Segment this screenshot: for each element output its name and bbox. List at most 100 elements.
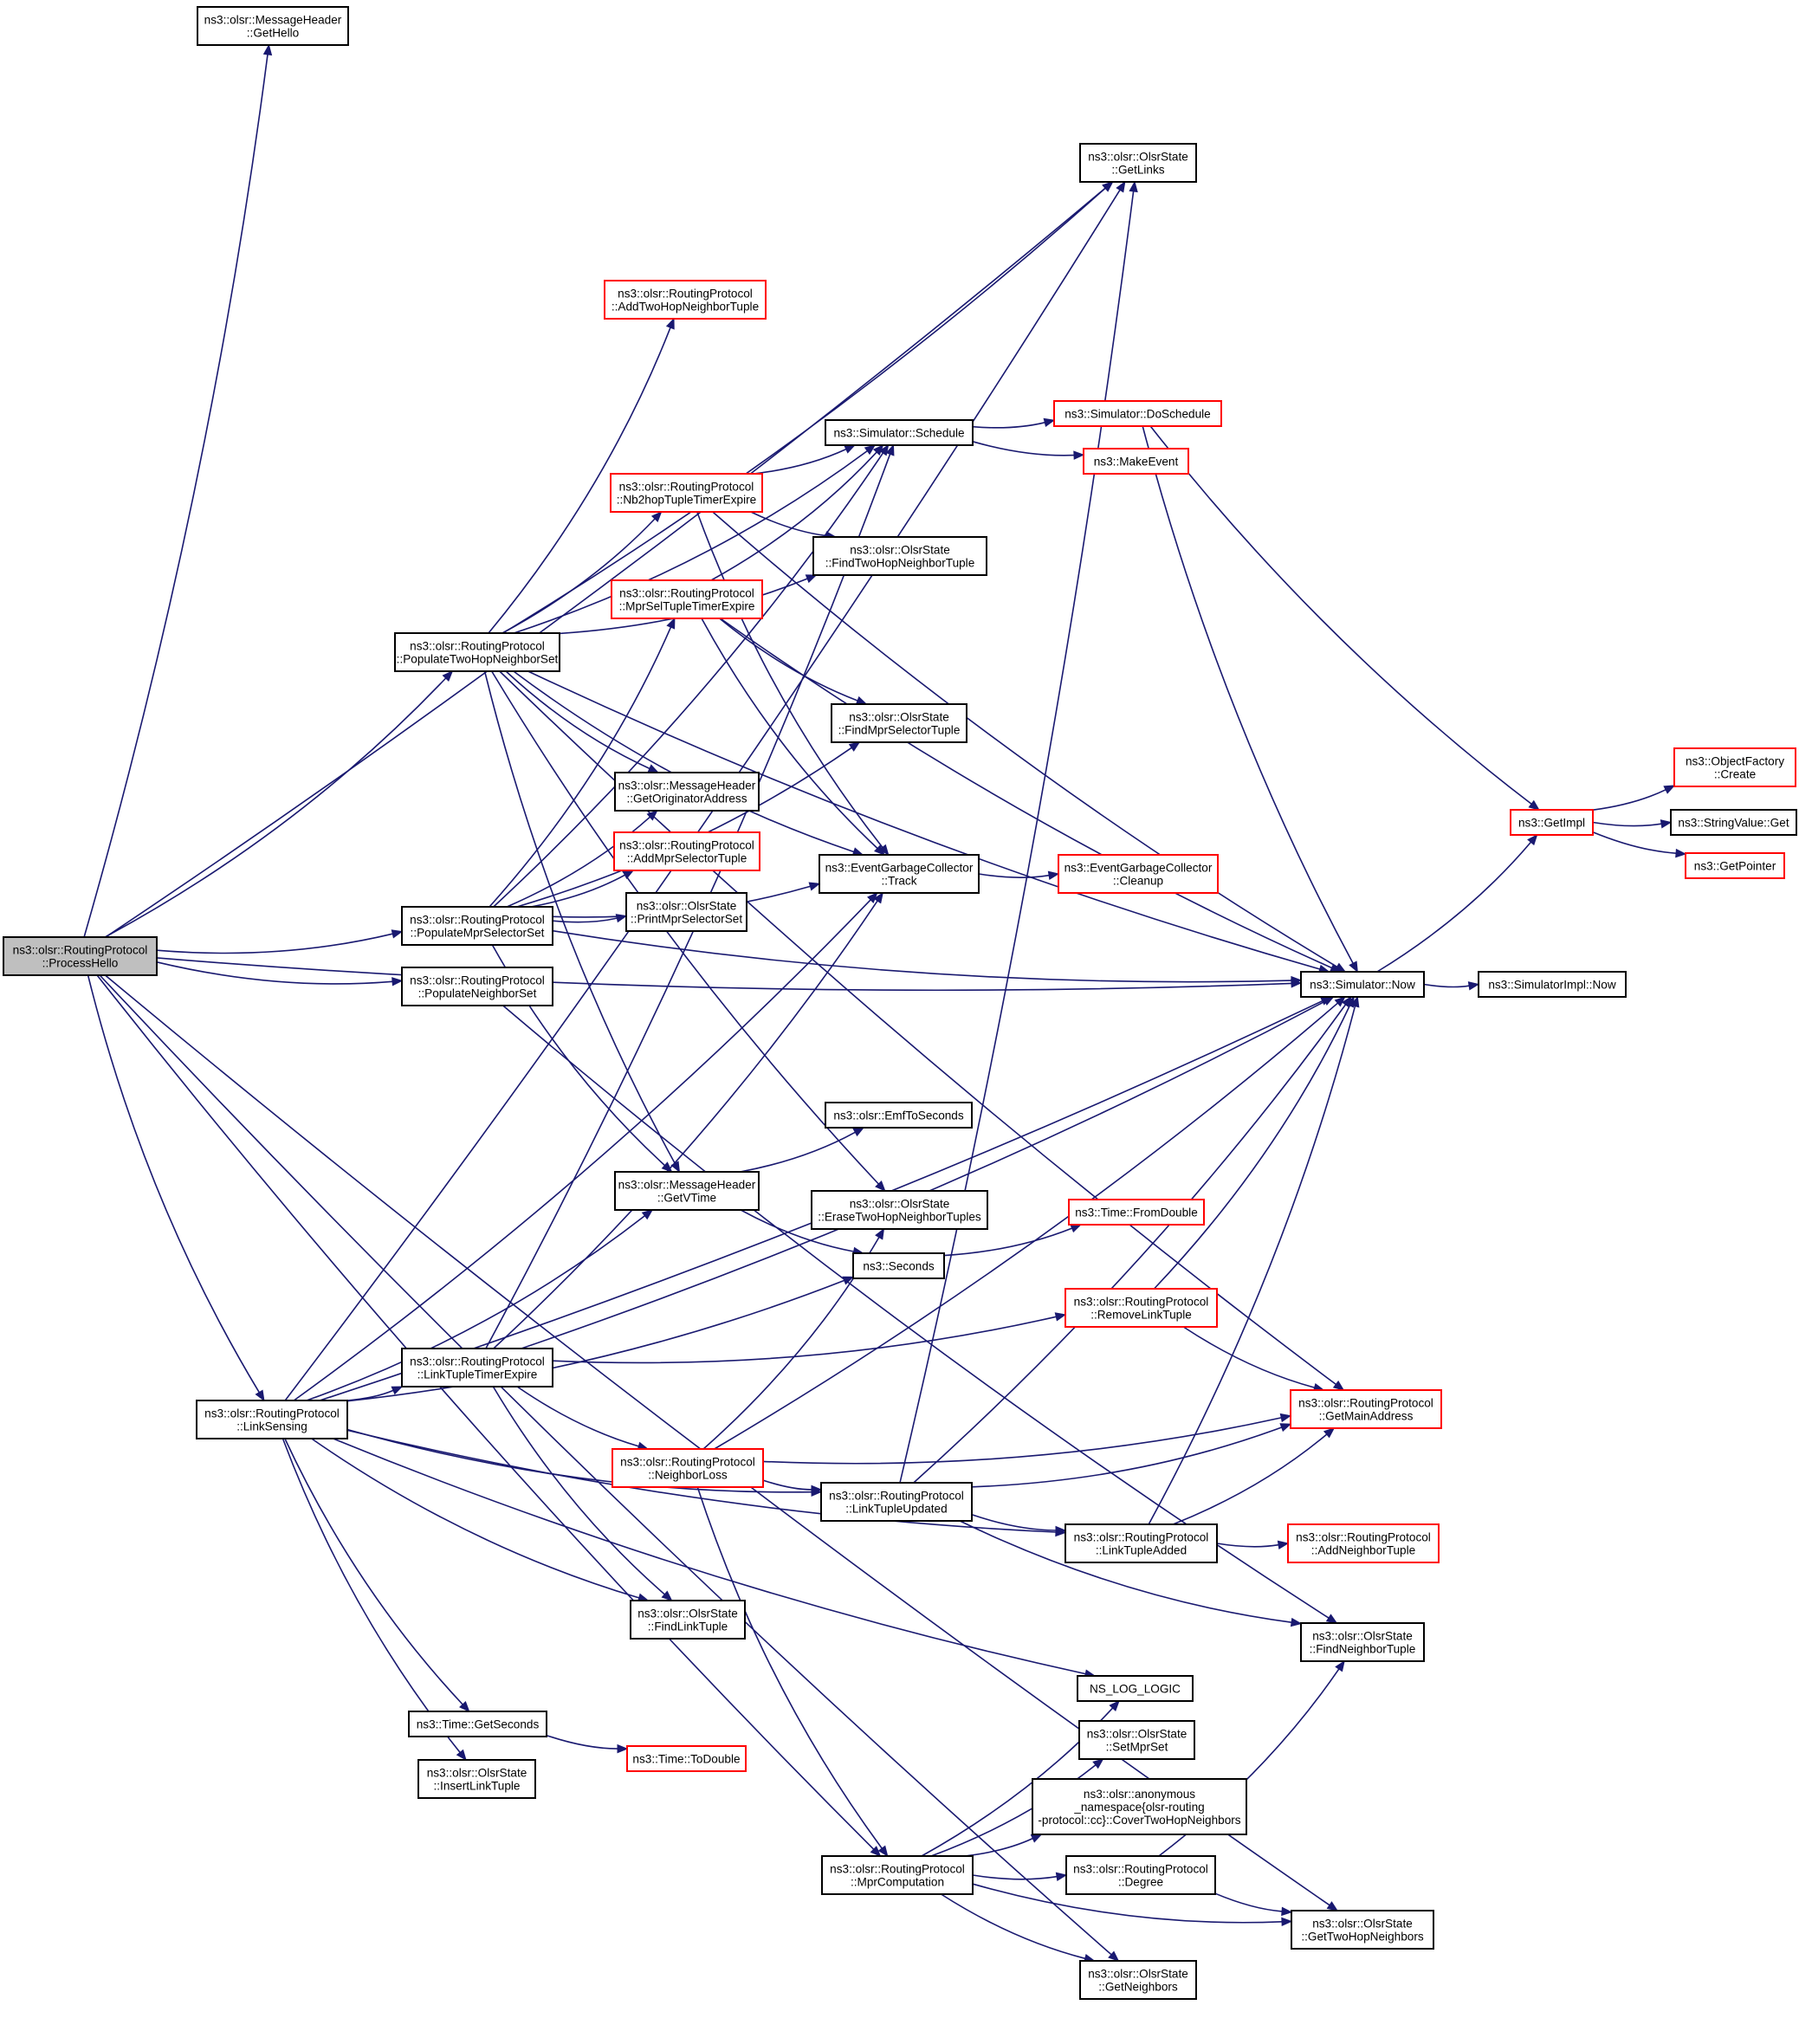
node-box: [614, 772, 760, 812]
edge-arrowhead: [1279, 1423, 1292, 1433]
node-add-neighbor-tuple[interactable]: ns3::olsr::RoutingProtocol::AddNeighborT…: [1287, 1523, 1440, 1563]
node-seconds[interactable]: ns3::Seconds: [852, 1252, 945, 1279]
node-erase-two-hop-neighbor-tuples[interactable]: ns3::olsr::OlsrState::EraseTwoHopNeighbo…: [811, 1190, 988, 1230]
node-get-vtime[interactable]: ns3::olsr::MessageHeader::GetVTime: [614, 1171, 760, 1211]
node-set-mpr-set[interactable]: ns3::olsr::OlsrState::SetMprSet: [1078, 1720, 1195, 1760]
node-object-factory-create[interactable]: ns3::ObjectFactory::Create: [1673, 747, 1796, 787]
node-print-mpr-selector-set[interactable]: ns3::olsr::OlsrState::PrintMprSelectorSe…: [625, 892, 747, 932]
node-populate-neighbor-set[interactable]: ns3::olsr::RoutingProtocol::PopulateNeig…: [401, 967, 553, 1006]
node-simulator-impl-now[interactable]: ns3::SimulatorImpl::Now: [1478, 971, 1627, 998]
node-link-tuple-timer-expire[interactable]: ns3::olsr::RoutingProtocol::LinkTupleTim…: [401, 1348, 553, 1387]
node-event-gc-track[interactable]: ns3::EventGarbageCollector::Track: [819, 854, 980, 894]
node-event-gc-cleanup[interactable]: ns3::EventGarbageCollector::Cleanup: [1058, 854, 1219, 894]
node-find-mpr-selector-tuple[interactable]: ns3::olsr::OlsrState::FindMprSelectorTup…: [831, 703, 967, 743]
node-box: [1077, 1675, 1194, 1702]
edge-line: [899, 191, 1135, 1484]
node-box: [820, 1482, 973, 1522]
node-box: [1300, 1622, 1425, 1662]
edge-line: [346, 1279, 845, 1402]
node-get-hello[interactable]: ns3::olsr::MessageHeader::GetHello: [197, 6, 349, 46]
node-label-line: ::LinkTupleUpdated: [845, 1503, 947, 1516]
edge-arrowhead: [875, 1180, 886, 1192]
node-emf-to-seconds[interactable]: ns3::olsr::EmfToSeconds: [825, 1102, 973, 1129]
node-label-line: ns3::EventGarbageCollector: [1065, 862, 1213, 875]
node-label-line: ns3::Time::GetSeconds: [417, 1718, 540, 1731]
node-label-line: ns3::ObjectFactory: [1686, 755, 1784, 768]
edge-arrowhead: [1116, 180, 1126, 193]
node-label-line: ns3::olsr::OlsrState: [850, 1198, 950, 1211]
node-mpr-sel-tuple-timer-expire[interactable]: ns3::olsr::RoutingProtocol::MprSelTupleT…: [611, 579, 763, 619]
node-get-originator-address[interactable]: ns3::olsr::MessageHeader::GetOriginatorA…: [614, 772, 760, 812]
node-get-main-address[interactable]: ns3::olsr::RoutingProtocol::GetMainAddre…: [1290, 1389, 1442, 1429]
node-cover-two-hop-neighbors[interactable]: ns3::olsr::anonymous_namespace{olsr-rout…: [1032, 1778, 1247, 1835]
node-time-from-double[interactable]: ns3::Time::FromDouble: [1068, 1199, 1205, 1226]
edge-line: [1423, 983, 1470, 988]
node-label-line: ns3::olsr::OlsrState: [427, 1767, 527, 1780]
node-insert-link-tuple[interactable]: ns3::olsr::OlsrState::InsertLinkTuple: [417, 1759, 536, 1799]
node-box: [831, 703, 967, 743]
node-get-two-hop-neighbors[interactable]: ns3::olsr::OlsrState::GetTwoHopNeighbors: [1291, 1910, 1434, 1950]
node-neighbor-loss[interactable]: ns3::olsr::RoutingProtocol::NeighborLoss: [612, 1448, 764, 1488]
node-label-line: ::Nb2hopTupleTimerExpire: [617, 494, 756, 507]
node-populate-two-hop-neighbor-set[interactable]: ns3::olsr::RoutingProtocol::PopulateTwoH…: [394, 632, 560, 672]
node-get-pointer[interactable]: ns3::GetPointer: [1685, 852, 1785, 879]
node-time-to-double[interactable]: ns3::Time::ToDouble: [626, 1745, 747, 1772]
node-add-mpr-selector-tuple[interactable]: ns3::olsr::RoutingProtocol::AddMprSelect…: [613, 831, 760, 871]
edge-line: [964, 1837, 1033, 1857]
edge-neighbor-loss-to-mpr-computation: [696, 1486, 889, 1858]
edge-time-get-seconds-to-time-to-double: [546, 1734, 629, 1754]
node-mpr-computation[interactable]: ns3::olsr::RoutingProtocol::MprComputati…: [821, 1855, 974, 1895]
node-schedule[interactable]: ns3::Simulator::Schedule: [825, 419, 974, 446]
node-degree[interactable]: ns3::olsr::RoutingProtocol::Degree: [1065, 1855, 1216, 1895]
edge-process-hello-to-populate-neighbor-set: [156, 961, 404, 986]
node-label-line: ::EraseTwoHopNeighborTuples: [818, 1211, 981, 1224]
node-box: [612, 1448, 764, 1488]
node-link-tuple-added[interactable]: ns3::olsr::RoutingProtocol::LinkTupleAdd…: [1065, 1523, 1218, 1563]
edge-do-schedule-to-simulator-now: [1142, 425, 1358, 973]
node-label-line: ::SetMprSet: [1106, 1741, 1168, 1754]
node-string-value-get[interactable]: ns3::StringValue::Get: [1670, 809, 1797, 836]
node-do-schedule[interactable]: ns3::Simulator::DoSchedule: [1053, 400, 1222, 427]
edge-line: [959, 1520, 1292, 1623]
edge-line: [1592, 789, 1666, 811]
node-box: [1673, 747, 1796, 787]
node-link-sensing[interactable]: ns3::olsr::RoutingProtocol::LinkSensing: [196, 1400, 348, 1439]
node-add-two-hop-neighbor-tuple[interactable]: ns3::olsr::RoutingProtocol::AddTwoHopNei…: [604, 280, 767, 320]
node-label-line: ::AddNeighborTuple: [1311, 1544, 1415, 1557]
edge-populate-two-hop-neighbor-set-to-nb2hop-tuple-timer-expire: [502, 511, 663, 634]
node-nb2hop-tuple-timer-expire[interactable]: ns3::olsr::RoutingProtocol::Nb2hopTupleT…: [610, 473, 763, 513]
node-get-impl[interactable]: ns3::GetImpl: [1510, 809, 1594, 836]
node-process-hello[interactable]: ns3::olsr::RoutingProtocol::ProcessHello: [3, 936, 158, 976]
edge-degree-to-get-two-hop-neighbors: [1214, 1892, 1293, 1917]
node-label-line: ns3::olsr::MessageHeader: [204, 14, 342, 27]
node-label-line: ::FindLinkTuple: [648, 1620, 728, 1633]
edge-link-tuple-updated-to-link-tuple-added: [971, 1514, 1067, 1536]
node-box: [1079, 143, 1197, 183]
edge-line: [346, 1389, 394, 1401]
edge-line: [552, 1316, 1057, 1364]
edge-schedule-to-do-schedule: [972, 417, 1056, 429]
node-time-get-seconds[interactable]: ns3::Time::GetSeconds: [408, 1711, 547, 1737]
edge-arrowhead: [1528, 799, 1540, 811]
node-find-two-hop-neighbor-tuple[interactable]: ns3::olsr::OlsrState::FindTwoHopNeighbor…: [812, 536, 987, 576]
edge-line: [1376, 841, 1532, 973]
node-label-line: ns3::olsr::RoutingProtocol: [410, 974, 545, 987]
node-ns-log-logic[interactable]: NS_LOG_LOGIC: [1077, 1675, 1194, 1702]
node-get-neighbors[interactable]: ns3::olsr::OlsrState::GetNeighbors: [1079, 1960, 1197, 2000]
node-remove-link-tuple[interactable]: ns3::olsr::RoutingProtocol::RemoveLinkTu…: [1065, 1288, 1218, 1328]
node-box: [1078, 1720, 1195, 1760]
node-get-links[interactable]: ns3::olsr::OlsrState::GetLinks: [1079, 143, 1197, 183]
node-box: [3, 936, 158, 976]
edge-arrowhead: [1108, 1950, 1120, 1962]
edge-arrowhead: [459, 1701, 470, 1712]
node-find-link-tuple[interactable]: ns3::olsr::OlsrState::FindLinkTuple: [630, 1600, 746, 1640]
node-link-tuple-updated[interactable]: ns3::olsr::RoutingProtocol::LinkTupleUpd…: [820, 1482, 973, 1522]
node-find-neighbor-tuple[interactable]: ns3::olsr::OlsrState::FindNeighborTuple: [1300, 1622, 1425, 1662]
node-populate-mpr-selector-set[interactable]: ns3::olsr::RoutingProtocol::PopulateMprS…: [401, 906, 553, 946]
edge-mpr-sel-tuple-timer-expire-to-find-mpr-selector-tuple: [719, 618, 868, 705]
node-label-line: ::Create: [1714, 768, 1756, 781]
node-label-line: ::GetLinks: [1111, 164, 1164, 177]
node-simulator-now[interactable]: ns3::Simulator::Now: [1300, 971, 1425, 998]
edge-populate-mpr-selector-set-to-find-mpr-selector-tuple: [516, 741, 861, 908]
node-make-event[interactable]: ns3::MakeEvent: [1083, 448, 1189, 475]
